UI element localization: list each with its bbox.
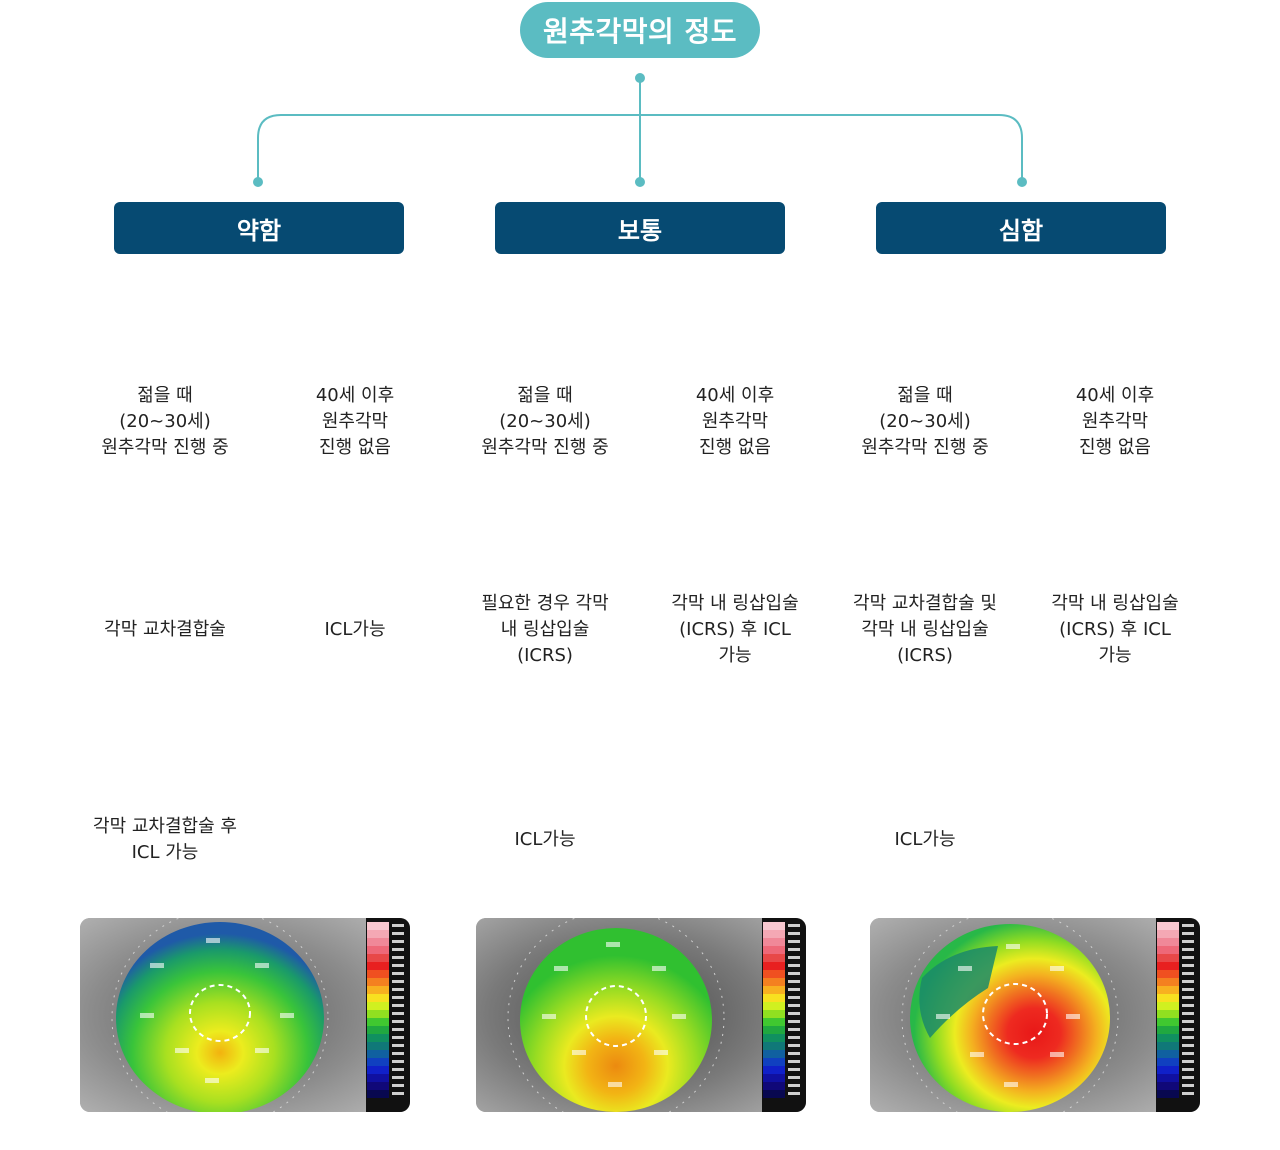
treatment-young-mild: 각막 교차결합술 bbox=[104, 619, 226, 640]
age-old-moderate: 40세 이후 원추각막 진행 없음 bbox=[695, 385, 775, 458]
diagram-title: 원추각막의 정도 bbox=[520, 2, 760, 58]
level-severe: 심함 bbox=[876, 202, 1166, 254]
final-severe: ICL가능 bbox=[894, 829, 956, 850]
age-old-mild: 40세 이후 원추각막 진행 없음 bbox=[315, 385, 395, 458]
treatment-old-mild: ICL가능 bbox=[324, 619, 386, 640]
level-moderate: 보통 bbox=[495, 202, 785, 254]
treatment-young-severe: 각막 교차결합술 및 각막 내 링삽입술 (ICRS) bbox=[853, 593, 997, 666]
age-young-mild: 젊을 때 (20~30세) 원추각막 진행 중 bbox=[101, 385, 229, 458]
corneal-topography-moderate-icon bbox=[476, 918, 806, 1112]
age-young-moderate: 젊을 때 (20~30세) 원추각막 진행 중 bbox=[481, 385, 609, 458]
corneal-topography-mild-icon bbox=[80, 918, 410, 1112]
treatment-young-moderate: 필요한 경우 각막 내 링삽입술 (ICRS) bbox=[481, 593, 609, 666]
age-young-severe: 젊을 때 (20~30세) 원추각막 진행 중 bbox=[861, 385, 989, 458]
level-mild: 약함 bbox=[114, 202, 404, 254]
treatment-old-severe: 각막 내 링삽입술 (ICRS) 후 ICL 가능 bbox=[1051, 593, 1179, 666]
treatment-old-moderate: 각막 내 링삽입술 (ICRS) 후 ICL 가능 bbox=[671, 593, 799, 666]
age-old-severe: 40세 이후 원추각막 진행 없음 bbox=[1075, 385, 1155, 458]
tree-connector bbox=[253, 73, 1027, 187]
final-mild: 각막 교차결합술 후 ICL 가능 bbox=[93, 816, 237, 863]
corneal-topography-severe-icon bbox=[870, 918, 1200, 1112]
final-moderate: ICL가능 bbox=[514, 829, 576, 850]
